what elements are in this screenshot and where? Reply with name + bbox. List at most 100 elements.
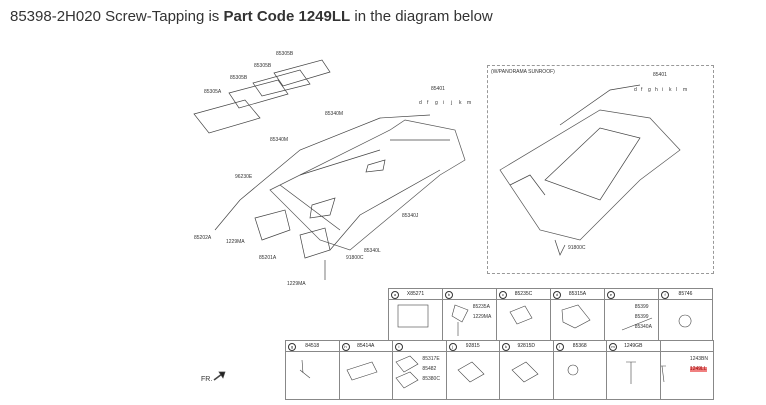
- sub-part-label: 85380C: [422, 376, 440, 382]
- parts-cell-f: f 85746: [658, 288, 713, 341]
- parts-cell-j: j 92815: [445, 340, 500, 400]
- heading-text: in the diagram below: [350, 8, 493, 25]
- label-1229ma: 1229MA: [226, 239, 245, 245]
- sub-part-label: 85317E: [422, 356, 440, 362]
- callout-letter: j: [448, 342, 457, 351]
- parts-cell-g: g 84518: [285, 340, 340, 400]
- callout: d: [419, 100, 422, 106]
- label-85305b: 85305B: [230, 75, 248, 81]
- label-85340m: 85340M: [270, 137, 289, 143]
- label-85305b: 85305B: [254, 63, 272, 69]
- part-code: 85414A: [357, 343, 375, 349]
- cell-header: f 85746: [659, 289, 712, 300]
- parts-cell-b: b 85235A 1229MA: [442, 288, 497, 341]
- callout: j: [451, 100, 453, 106]
- callout: f: [427, 100, 429, 106]
- callout-letter: b: [445, 290, 453, 299]
- callout-letter: h: [341, 342, 350, 351]
- label-91800c: 91800C: [346, 255, 364, 261]
- part-code: 85315A: [568, 291, 587, 297]
- label-96230e: 96230E: [235, 174, 253, 180]
- callout: g: [435, 100, 438, 106]
- callout: k: [669, 87, 672, 93]
- part-code: 85235C: [514, 291, 533, 297]
- page-heading: 85398-2H020 Screw-Tapping is Part Code 1…: [10, 8, 493, 25]
- cell-header: b: [443, 289, 496, 300]
- cell-header: e: [605, 289, 658, 300]
- label-85401: 85401: [653, 72, 667, 78]
- callout-letter: f: [661, 290, 669, 299]
- cell-header: l 85368: [553, 341, 606, 352]
- part-code: 85746: [678, 291, 693, 297]
- cell-header: a X85271: [389, 289, 442, 300]
- part-code: Part Code 1249LL: [223, 8, 351, 25]
- label-85305b: 85305B: [276, 51, 294, 57]
- parts-cell-e: e 85399 85399 85340A: [604, 288, 659, 341]
- heading-text: is: [204, 8, 224, 25]
- callout-letter: i: [395, 342, 403, 351]
- label-85201a: 85201A: [259, 255, 277, 261]
- label-91800c: 91800C: [568, 245, 586, 251]
- sub-part-label: 85235A: [472, 304, 490, 310]
- callout-letter: g: [288, 342, 296, 351]
- panorama-sunroof-box: (W/PANORAMA SUNROOF) 85401 91800C d f g …: [487, 65, 714, 274]
- callout: i: [443, 100, 445, 106]
- parts-cell-l: l 85368: [552, 340, 607, 400]
- callout-letter: a: [391, 290, 399, 299]
- callout: l: [676, 87, 678, 93]
- parts-cell-d: d 85315A: [550, 288, 605, 341]
- callout: m: [683, 87, 688, 93]
- part-code: 92815D: [517, 343, 535, 349]
- callout-letter: d: [553, 290, 561, 299]
- callout: m: [467, 100, 472, 106]
- sub-part-label: 85399: [634, 314, 649, 320]
- parts-cell-extra: 1243BN 1249LL: [659, 340, 714, 400]
- part-code: X85271: [406, 291, 425, 297]
- callout: g: [648, 87, 651, 93]
- cell-header: m 1249GB: [607, 341, 660, 352]
- sub-part-label: 85340A: [634, 324, 652, 330]
- callout-letter: k: [502, 342, 510, 351]
- callout: f: [641, 87, 643, 93]
- part-code: 85368: [572, 343, 587, 349]
- sub-part-label: 85482: [422, 366, 437, 372]
- part-code: 92815: [465, 343, 480, 349]
- cell-header: g 84518: [286, 341, 339, 352]
- cell-header: k 92815D: [500, 341, 553, 352]
- callout-letter: m: [609, 342, 617, 351]
- callout: i: [662, 87, 664, 93]
- cell-header: i: [393, 341, 446, 352]
- cell-header: j 92815: [446, 341, 499, 352]
- parts-cell-i: i 85317E 85482 85380C: [392, 340, 447, 400]
- sunroof-title: (W/PANORAMA SUNROOF): [491, 69, 555, 75]
- label-85340l: 85340L: [364, 248, 381, 254]
- sub-part-label: 85399: [634, 304, 649, 310]
- cell-header: h 85414A: [339, 341, 392, 352]
- callout: h: [655, 87, 658, 93]
- label-85340m: 85340M: [325, 111, 344, 117]
- label-85305a: 85305A: [204, 89, 222, 95]
- callout: d: [634, 87, 637, 93]
- part-code: 1249GB: [624, 343, 643, 349]
- part-code: 84518: [305, 343, 320, 349]
- callout: k: [459, 100, 462, 106]
- parts-cell-h: h 85414A: [338, 340, 393, 400]
- parts-cell-a: a X85271: [388, 288, 443, 341]
- sub-part-label: 1243BN: [689, 356, 708, 362]
- front-direction-label: FR.: [201, 376, 213, 383]
- label-85401: 85401: [431, 86, 445, 92]
- part-number: 85398-2H020 Screw-Tapping: [10, 8, 205, 25]
- parts-cell-m: m 1249GB: [606, 340, 661, 400]
- cell-header: [660, 341, 713, 352]
- sub-part-label: 1229MA: [472, 314, 492, 320]
- callout-letter: e: [607, 290, 615, 299]
- parts-table-icons: [299, 304, 692, 389]
- label-85202a: 85202A: [194, 235, 212, 241]
- parts-cell-k: k 92815D: [499, 340, 554, 400]
- callout-letter: l: [555, 342, 564, 351]
- highlighted-part-1249ll: 1249LL: [689, 366, 707, 372]
- label-85340j: 85340J: [402, 213, 419, 219]
